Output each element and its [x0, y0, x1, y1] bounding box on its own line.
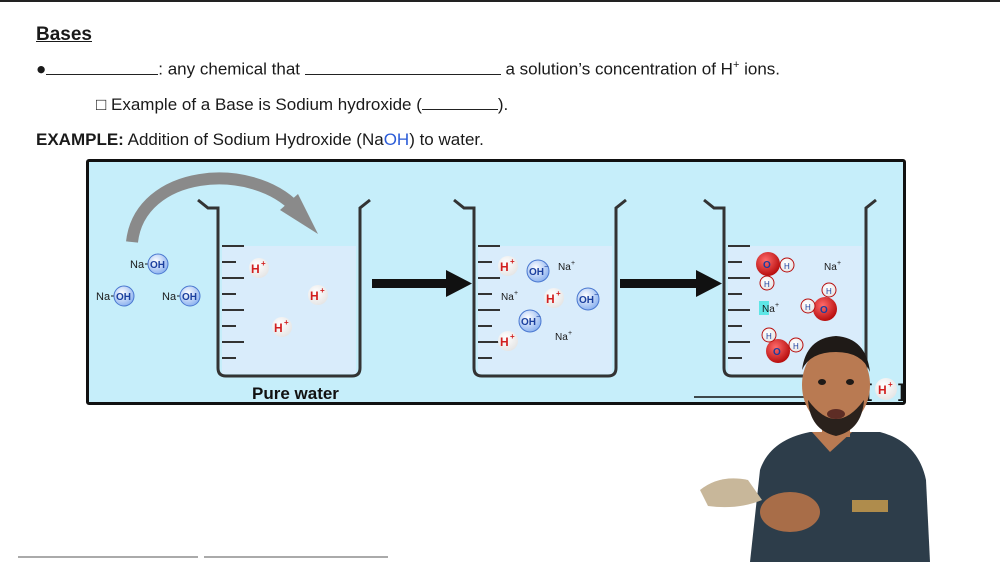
svg-text:+: +	[888, 380, 893, 389]
svg-text:OH: OH	[150, 260, 165, 271]
top-divider	[0, 0, 1000, 2]
na-plus-ion: Na +	[501, 290, 518, 303]
oh-minus-ion: OH −	[576, 287, 600, 311]
svg-text:+: +	[510, 257, 515, 266]
na-plus-ion: Na +	[824, 260, 841, 273]
svg-text:H: H	[274, 321, 283, 335]
svg-text:OH: OH	[579, 295, 594, 306]
na-plus-ion: Na +	[555, 330, 572, 343]
svg-text:+: +	[571, 260, 575, 267]
naoh-unit: Na OH	[162, 285, 201, 307]
svg-text:H: H	[793, 342, 799, 351]
water-molecule: O H H	[756, 252, 795, 291]
svg-text:H: H	[310, 289, 319, 303]
svg-text:Na: Na	[162, 291, 177, 303]
blank-verb	[304, 60, 501, 75]
svg-text:H: H	[878, 383, 887, 397]
h-plus-ion: H +	[875, 378, 897, 400]
naoh-unit: Na OH	[130, 253, 169, 275]
svg-text:H: H	[766, 332, 772, 341]
svg-text:O: O	[763, 260, 771, 271]
svg-text:−: −	[544, 262, 549, 271]
svg-text:OH: OH	[182, 292, 197, 303]
svg-text:OH: OH	[116, 292, 131, 303]
blank-term	[46, 60, 159, 75]
svg-text:+: +	[510, 332, 515, 341]
svg-text:−: −	[536, 312, 541, 321]
definition-line: ● : any chemical that a solution’s concen…	[36, 59, 780, 80]
bracket-close: ]	[898, 381, 904, 401]
beaker-2	[453, 198, 627, 378]
blank-formula	[421, 95, 498, 110]
svg-text:H: H	[784, 262, 790, 271]
beaker-1	[197, 198, 371, 378]
svg-text:Na: Na	[824, 262, 837, 273]
svg-text:Na: Na	[130, 259, 145, 271]
pour-arrow-head	[280, 194, 318, 234]
svg-text:+: +	[556, 289, 561, 298]
svg-text:O: O	[773, 347, 781, 358]
svg-text:H: H	[764, 280, 770, 289]
example-oh: OH	[383, 130, 410, 149]
svg-text:+: +	[514, 290, 518, 297]
h-plus-ion: H +	[498, 256, 518, 276]
checkbox-icon: □	[96, 95, 107, 114]
example-text: Example of a Base is Sodium hydroxide (	[111, 95, 422, 114]
example-line: □ Example of a Base is Sodium hydroxide …	[96, 95, 508, 115]
svg-text:H: H	[251, 262, 260, 276]
pour-arrow	[126, 172, 301, 244]
reaction-arrow-1	[372, 270, 472, 297]
bullet: ●	[36, 59, 47, 79]
oh-minus-ion: OH −	[526, 259, 550, 283]
example-close: ).	[497, 95, 509, 114]
svg-text:H: H	[500, 335, 509, 349]
svg-text:O: O	[820, 305, 828, 316]
example-desc-1: Addition of Sodium Hydroxide (Na	[123, 130, 384, 149]
svg-text:−: −	[594, 290, 599, 299]
svg-text:OH: OH	[529, 267, 544, 278]
svg-text:+: +	[320, 286, 325, 295]
example-label: EXAMPLE:	[36, 130, 124, 149]
example-desc-2: ) to water.	[409, 130, 484, 149]
svg-text:Na: Na	[762, 304, 775, 315]
svg-text:Na: Na	[555, 332, 568, 343]
svg-text:+: +	[837, 260, 841, 267]
h-plus-ion: H +	[544, 288, 564, 308]
naoh-unit: Na OH	[96, 285, 135, 307]
svg-text:H: H	[500, 260, 509, 274]
na-plus-ion: Na +	[759, 301, 779, 315]
example-heading-line: EXAMPLE: Addition of Sodium Hydroxide (N…	[36, 130, 484, 150]
definition-text-1: : any chemical that	[158, 59, 301, 79]
svg-text:H: H	[826, 287, 832, 296]
svg-text:H: H	[546, 292, 555, 306]
svg-text:OH: OH	[521, 317, 536, 328]
water-molecule: O H H	[800, 282, 837, 321]
h-plus-ion: H +	[498, 331, 518, 351]
oh-minus-ion: OH −	[518, 309, 542, 333]
svg-text:Na: Na	[96, 291, 111, 303]
presenter-video	[700, 336, 930, 562]
svg-text:+: +	[284, 318, 289, 327]
reaction-arrow-2	[620, 270, 722, 297]
na-plus-ion: Na +	[558, 260, 575, 273]
svg-text:Na: Na	[558, 262, 571, 273]
pure-water-label: Pure water	[252, 384, 339, 403]
svg-text:Na: Na	[501, 292, 514, 303]
definition-text-2: a solution’s concentration of H	[505, 59, 733, 79]
h-plus-sup: +	[732, 59, 740, 71]
h-plus-ion: H +	[272, 317, 292, 337]
definition-text-3: ions.	[739, 59, 781, 79]
h-plus-ion: H +	[249, 258, 269, 278]
svg-text:+: +	[261, 259, 266, 268]
page-title: Bases	[36, 24, 92, 45]
svg-text:+: +	[568, 330, 572, 337]
svg-text:+: +	[775, 302, 779, 309]
bottom-blank-lines	[18, 556, 388, 558]
svg-text:H: H	[805, 303, 811, 312]
water-molecule: O H H	[761, 327, 804, 363]
h-plus-ion: H +	[308, 285, 328, 305]
